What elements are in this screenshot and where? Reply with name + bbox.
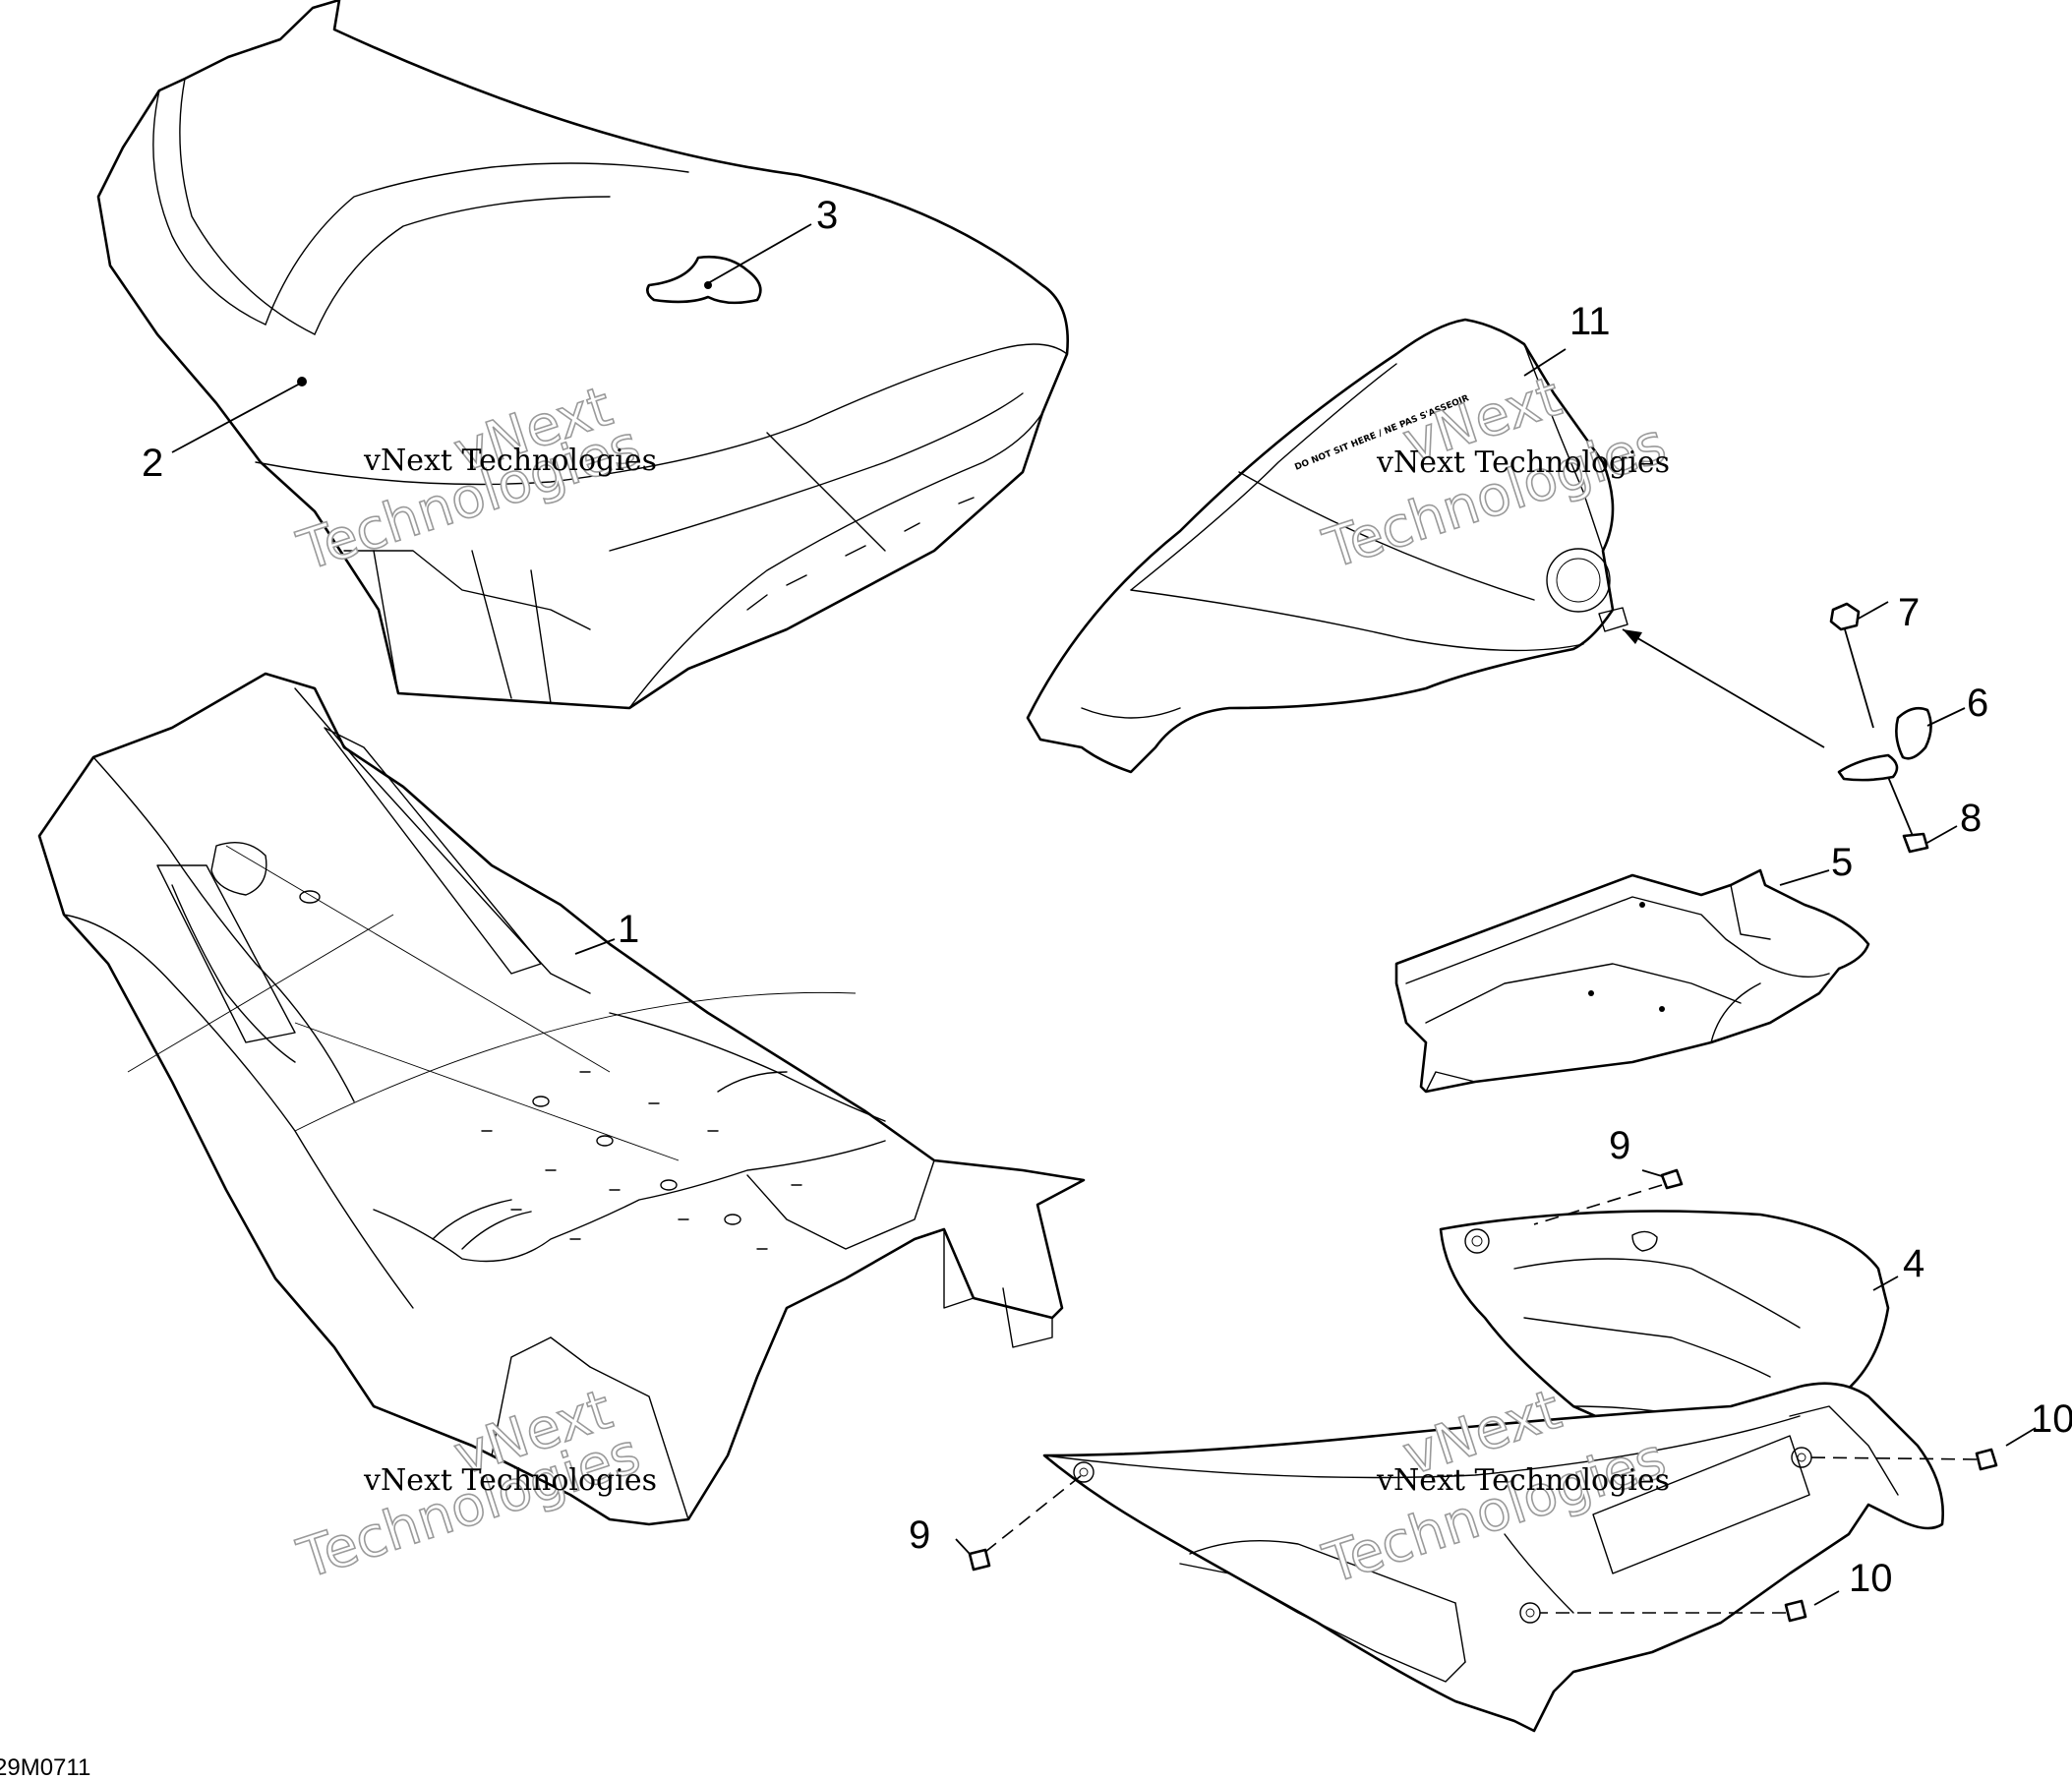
part-seat-base [37,672,1086,1526]
watermark-line: vNext Technologies [363,1463,657,1498]
callout-10-top: 10 [2031,1397,2072,1441]
part-seat [96,0,1069,710]
part-rear-cover: DO NOT SIT HERE / NE PAS S'ASSEOIR [1026,318,1825,774]
callout-1: 1 [618,908,639,951]
callout-8: 8 [1960,797,1982,840]
callout-4: 4 [1903,1242,1924,1285]
callout-5: 5 [1831,841,1853,884]
callout-9-top: 9 [1609,1124,1630,1167]
callout-2: 2 [142,442,163,485]
part-latch-hardware [1829,602,1932,854]
part-side-panel-lower [1042,1382,1944,1733]
callout-10-bottom: 10 [1849,1557,1893,1600]
callout-7: 7 [1898,591,1920,634]
watermark-line: vNext Technologies [1376,445,1670,480]
screws [968,1168,1998,1623]
callout-9-bottom: 9 [909,1513,930,1557]
part-storage-tray [1394,868,1870,1094]
watermark-group-2: vNext Technologies vNext Technologies [1315,364,1674,582]
watermark-line: vNext Technologies [363,444,657,478]
callout-numbers: 1 2 3 4 5 6 7 8 9 9 10 10 11 [142,194,2072,1600]
callout-leaders [171,223,2037,1606]
callout-6: 6 [1967,682,1988,725]
callout-11: 11 [1569,300,1611,343]
watermark-line: vNext Technologies [1376,1463,1670,1498]
drawing-id: 29M0711 [0,1754,90,1780]
callout-3: 3 [816,194,838,237]
